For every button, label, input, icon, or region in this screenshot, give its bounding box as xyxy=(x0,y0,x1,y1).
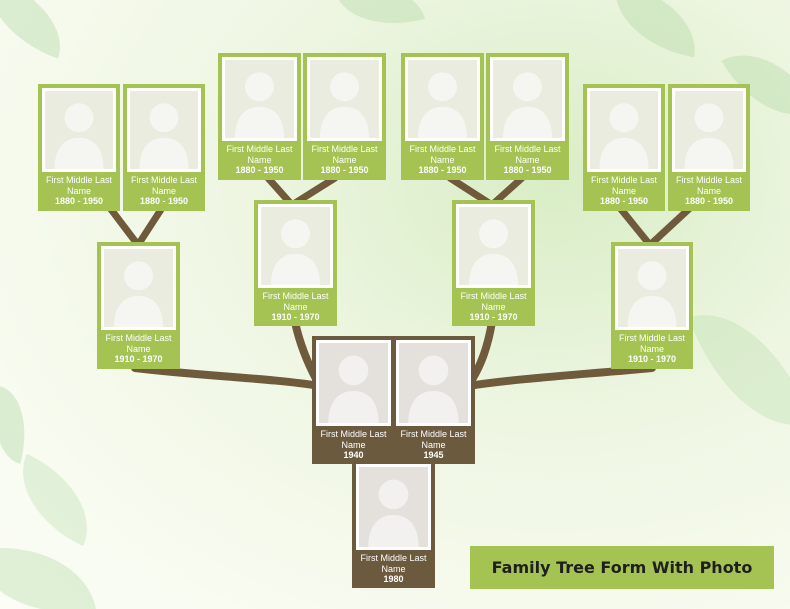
person-name: First Middle Last Name xyxy=(590,175,658,196)
person-name: First Middle Last Name xyxy=(675,175,743,196)
person-silhouette-icon xyxy=(468,219,519,285)
person-silhouette-icon xyxy=(319,72,370,138)
person-name: First Middle Last Name xyxy=(360,553,427,574)
person-years: 1880 - 1950 xyxy=(503,165,552,175)
person-years: 1880 - 1950 xyxy=(235,165,284,175)
photo-placeholder xyxy=(258,204,333,288)
photo-placeholder xyxy=(307,57,382,141)
person-silhouette-icon xyxy=(599,103,649,169)
photo-placeholder xyxy=(405,57,480,141)
person-name: First Middle Last Name xyxy=(45,175,113,196)
person-years: 1880 - 1950 xyxy=(139,196,189,206)
person-name: First Middle Last Name xyxy=(105,333,172,354)
person-silhouette-icon xyxy=(270,219,321,285)
person-years: 1940 xyxy=(343,450,364,460)
photo-placeholder xyxy=(587,88,661,172)
photo-placeholder xyxy=(615,246,689,330)
person-name: First Middle Last Name xyxy=(460,291,527,312)
page-title: Family Tree Form With Photo xyxy=(491,558,753,577)
person-silhouette-icon xyxy=(113,261,164,327)
person-name: First Middle Last Name xyxy=(494,144,561,165)
photo-placeholder xyxy=(222,57,297,141)
photo-placeholder xyxy=(42,88,116,172)
person-silhouette-icon xyxy=(627,261,677,327)
person-years: 1880 - 1950 xyxy=(54,196,104,206)
person-silhouette-icon xyxy=(368,479,419,547)
person-name: First Middle Last Name xyxy=(400,429,467,450)
person-years: 1880 - 1950 xyxy=(320,165,369,175)
person-years: 1910 - 1970 xyxy=(114,354,163,364)
photo-placeholder xyxy=(672,88,746,172)
person-years: 1880 - 1950 xyxy=(684,196,734,206)
person-name: First Middle Last Name xyxy=(226,144,293,165)
person-silhouette-icon xyxy=(328,355,379,423)
person-silhouette-icon xyxy=(139,103,189,169)
person-name: First Middle Last Name xyxy=(618,333,686,354)
person-silhouette-icon xyxy=(234,72,285,138)
person-silhouette-icon xyxy=(502,72,553,138)
photo-placeholder xyxy=(490,57,565,141)
person-years: 1910 - 1970 xyxy=(469,312,518,322)
photo-placeholder xyxy=(316,340,391,426)
person-years: 1910 - 1970 xyxy=(271,312,320,322)
person-years: 1880 - 1950 xyxy=(418,165,467,175)
photo-placeholder xyxy=(101,246,176,330)
person-name: First Middle Last Name xyxy=(409,144,476,165)
photo-placeholder xyxy=(127,88,201,172)
person-years: 1980 xyxy=(383,574,404,584)
person-name: First Middle Last Name xyxy=(262,291,329,312)
person-years: 1910 - 1970 xyxy=(627,354,677,364)
person-silhouette-icon xyxy=(684,103,734,169)
person-name: First Middle Last Name xyxy=(311,144,378,165)
photo-placeholder xyxy=(456,204,531,288)
photo-placeholder xyxy=(356,464,431,550)
person-silhouette-icon xyxy=(408,355,459,423)
person-name: First Middle Last Name xyxy=(130,175,198,196)
person-years: 1880 - 1950 xyxy=(599,196,649,206)
person-silhouette-icon xyxy=(54,103,104,169)
person-years: 1945 xyxy=(423,450,444,460)
title-banner: Family Tree Form With Photo xyxy=(470,546,774,589)
person-silhouette-icon xyxy=(417,72,468,138)
person-name: First Middle Last Name xyxy=(320,429,387,450)
photo-placeholder xyxy=(396,340,471,426)
